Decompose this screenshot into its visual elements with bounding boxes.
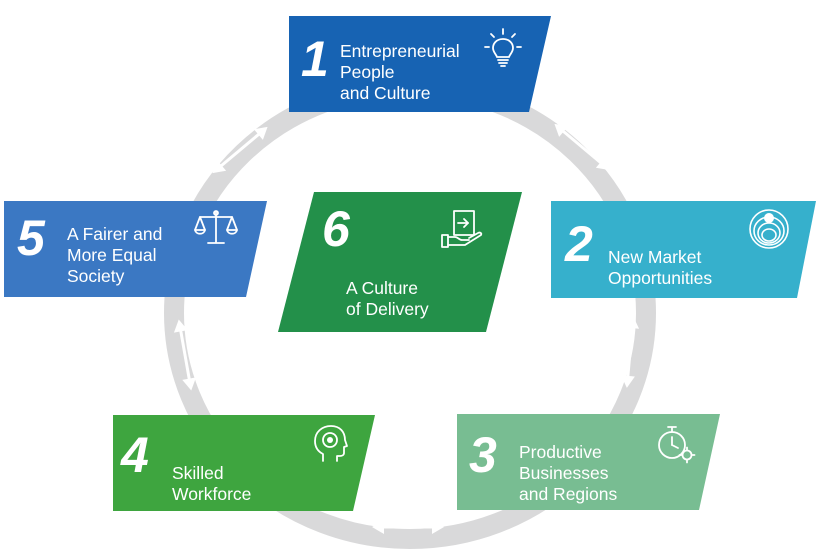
step-2-number: 2 <box>565 216 593 272</box>
step-6-box: 6 A Culture of Delivery <box>278 192 522 332</box>
concentric-globe-icon <box>749 209 789 249</box>
step-4-label: Skilled Workforce <box>172 463 252 504</box>
bidirectional-arrow-4-5 <box>173 319 197 391</box>
bidirectional-arrow-2-3 <box>620 316 640 388</box>
step-3-parallelogram <box>457 414 720 510</box>
step-3-number: 3 <box>469 427 497 483</box>
step-5-parallelogram <box>4 201 267 297</box>
step-6-number: 6 <box>322 201 350 257</box>
bidirectional-arrow-1-2 <box>554 123 610 171</box>
lightbulb-icon <box>484 28 522 67</box>
hand-document-icon <box>441 210 483 248</box>
step-1-number: 1 <box>301 31 329 87</box>
bidirectional-arrow-5-1 <box>212 126 268 174</box>
step-2-box: 2 New Market Opportunities <box>551 201 816 298</box>
step-5-label: A Fairer and More Equal Society <box>67 224 163 286</box>
stopwatch-gear-icon <box>658 426 696 464</box>
step-6-label: A Culture of Delivery <box>346 278 429 319</box>
step-2-label: New Market Opportunities <box>608 247 713 288</box>
step-1-box: 1 Entrepreneurial People and Culture <box>289 16 551 112</box>
scales-icon <box>194 210 238 244</box>
step-4-parallelogram <box>113 415 375 511</box>
head-target-icon <box>314 425 348 462</box>
step-6-parallelogram <box>278 192 522 332</box>
step-1-parallelogram <box>289 16 551 112</box>
bidirectional-arrow-3-4 <box>372 520 444 534</box>
step-3-label: Productive Businesses and Regions <box>519 442 618 504</box>
step-4-box: 4 Skilled Workforce <box>113 415 375 511</box>
step-4-number: 4 <box>121 427 149 483</box>
step-1-label: Entrepreneurial People and Culture <box>340 41 460 103</box>
step-5-number: 5 <box>17 210 45 266</box>
step-5-box: 5 A Fairer and More Equal Society <box>4 201 267 297</box>
step-3-box: 3 Productive Businesses and Regions <box>457 414 720 510</box>
